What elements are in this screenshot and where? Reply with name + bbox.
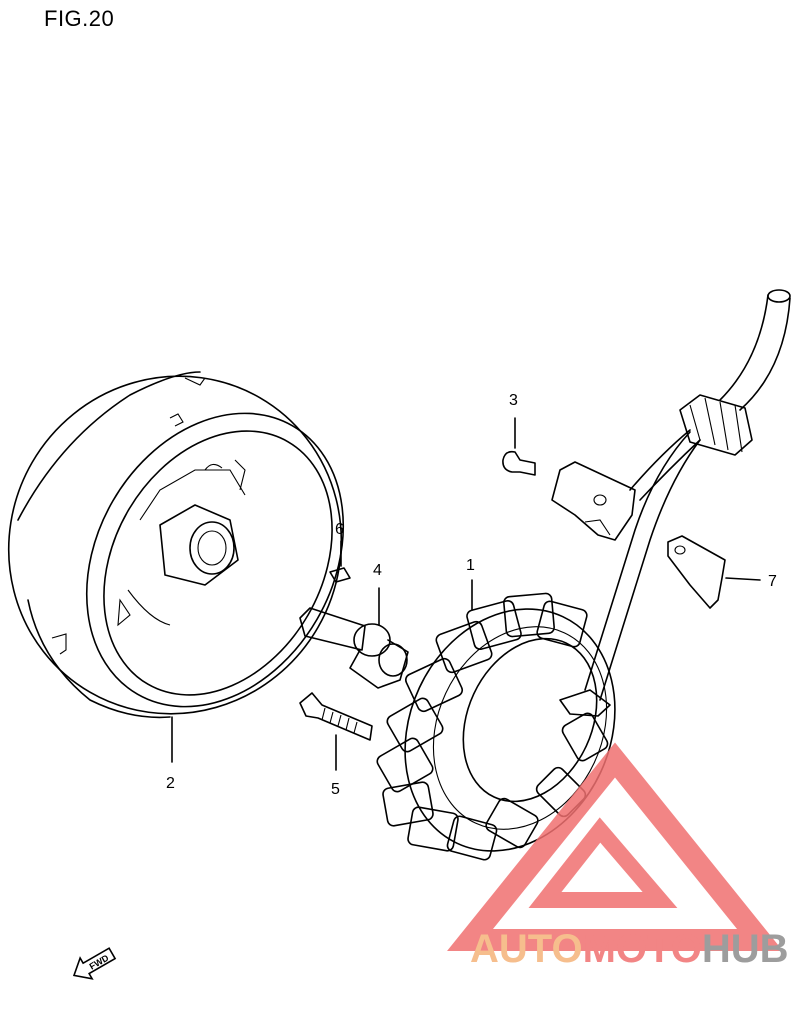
svg-text:AUTOMOTOHUB: AUTOMOTOHUB [470, 927, 789, 971]
pickup-coil-part [551, 461, 636, 541]
callout-6: 6 [335, 521, 344, 538]
watermark-part3: HUB [702, 927, 789, 971]
watermark-part2: MOTO [583, 927, 702, 971]
wire-clamp-part: 7 [667, 535, 777, 609]
callout-5: 5 [331, 781, 340, 798]
stator-wire-harness [559, 289, 791, 717]
automotohub-watermark-logo: AUTOMOTOHUB [447, 742, 789, 971]
key-part: 6 [329, 521, 351, 583]
callout-4: 4 [373, 562, 382, 579]
callout-1: 1 [466, 557, 475, 574]
fwd-arrow-icon: FWD [72, 947, 117, 980]
watermark-part1: AUTO [470, 927, 583, 971]
callout-2: 2 [166, 775, 175, 792]
callout-3: 3 [509, 392, 518, 409]
stator-screw-part: 5 [299, 692, 373, 798]
figure-title: FIG.20 [44, 6, 115, 31]
pickup-screw-part: 3 [502, 392, 536, 476]
rotor-bolt-part: 4 [299, 562, 409, 689]
callout-7: 7 [768, 573, 777, 590]
rotor-flywheel-part: 2 [7, 371, 345, 792]
